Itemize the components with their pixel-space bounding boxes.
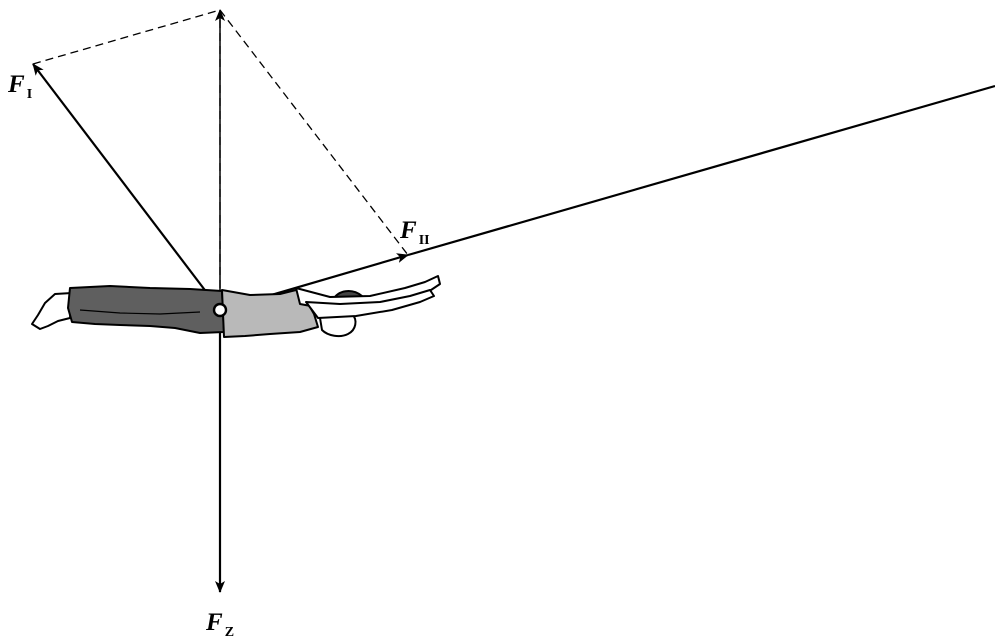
dashed-line-top-left (32, 9, 221, 65)
force-vectors (32, 9, 995, 593)
center-of-mass-point (212, 302, 228, 318)
swimmer-feet (31, 292, 73, 330)
tow-rope-line (407, 84, 995, 257)
label-f1-sub: I (27, 87, 32, 102)
dashed-line-top-right (219, 9, 409, 256)
swimmer-pants-fold (79, 309, 201, 315)
label-f1-main: F (7, 71, 25, 98)
label-fz-main: F (205, 609, 223, 636)
swimmer-figure (31, 275, 441, 338)
swimmer-pants (67, 285, 225, 334)
label-f2-sub: II (419, 233, 430, 248)
swimmer-right-arm (305, 289, 435, 319)
label-f2-main: F (399, 217, 417, 244)
swimmer-shirt (221, 289, 319, 338)
label-fz-sub: Z (225, 625, 234, 640)
force-f1-arrow (32, 63, 221, 311)
